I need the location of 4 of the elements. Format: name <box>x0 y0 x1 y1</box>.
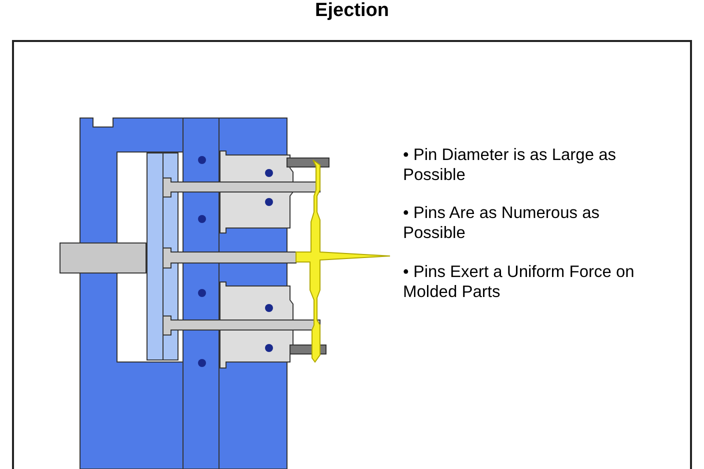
bullet-point-text: • Pins Exert a Uniform Force on Molded Parts <box>403 262 636 302</box>
title: Ejection <box>314 0 390 22</box>
bullet-point-text: • Pins Are as Numerous as Possible <box>403 203 601 243</box>
bullet-point-text: • Pin Diameter is as Large as Possible <box>403 145 618 185</box>
